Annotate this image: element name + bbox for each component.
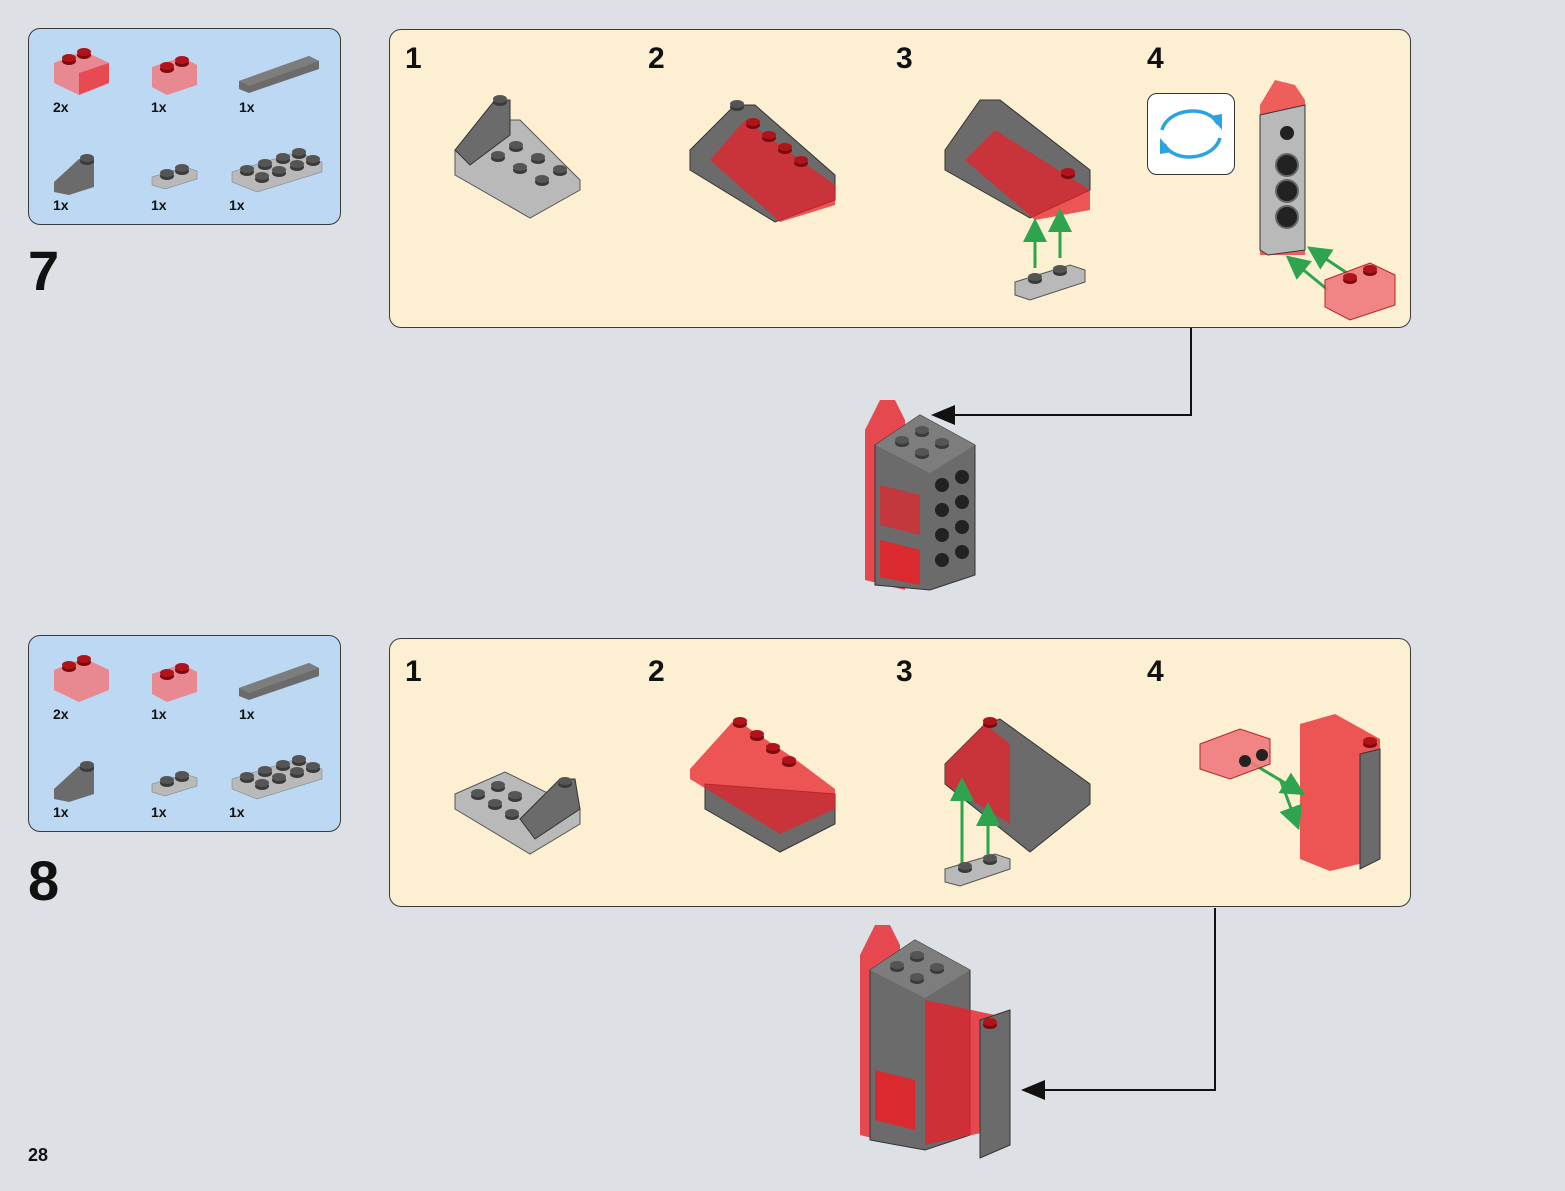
part-qty: 1x — [53, 804, 69, 820]
part-trans-red-slope — [54, 48, 109, 95]
substep-number: 3 — [896, 655, 913, 688]
assembly-illustration — [1199, 714, 1381, 871]
assembly-illustration — [454, 95, 581, 219]
substep-number: 1 — [405, 655, 422, 688]
substep-number: 4 — [1147, 655, 1164, 688]
step-7-result-model — [865, 400, 976, 591]
substep-number: 2 — [648, 42, 665, 75]
part-trans-red-brick — [152, 663, 197, 702]
step-number: 7 — [28, 239, 60, 302]
assembly-illustration — [690, 717, 836, 853]
assembly-illustration — [454, 771, 581, 855]
substep-panel-step-8: 1 2 3 4 — [389, 638, 1411, 907]
part-trans-red-brick — [152, 56, 197, 95]
part-qty: 2x — [53, 706, 69, 722]
substep-number: 2 — [648, 655, 665, 688]
part-dark-gray-slope — [54, 761, 94, 802]
part-dark-gray-slope — [54, 154, 94, 195]
part-dark-gray-tile — [239, 56, 319, 93]
assembly-illustration — [689, 100, 836, 223]
part-qty: 1x — [151, 706, 167, 722]
substep-number: 4 — [1147, 42, 1164, 75]
assembly-illustration — [944, 717, 1091, 887]
parts-list-step-7: 2x 1x 1x 1x 1x 1x — [28, 28, 341, 225]
part-qty: 1x — [229, 804, 245, 820]
part-light-gray-plate-2x4 — [231, 755, 323, 800]
step-8-result-model — [860, 925, 1011, 1159]
part-light-gray-plate-1x2 — [151, 771, 198, 797]
parts-list-step-8: 2x 1x 1x 1x 1x 1x — [28, 635, 341, 832]
part-qty: 1x — [151, 804, 167, 820]
substep-number: 3 — [896, 42, 913, 75]
part-qty: 1x — [151, 99, 167, 115]
substep-number: 1 — [405, 42, 422, 75]
part-qty: 1x — [53, 197, 69, 213]
part-trans-red-slope — [54, 655, 109, 702]
assembly-illustration — [1259, 80, 1396, 321]
part-qty: 1x — [239, 99, 255, 115]
part-light-gray-plate-2x4 — [231, 148, 323, 193]
assembly-illustration — [944, 99, 1091, 301]
part-light-gray-plate-1x2 — [151, 164, 198, 190]
page-number: 28 — [28, 1145, 49, 1165]
part-dark-gray-tile — [239, 663, 319, 700]
part-qty: 1x — [239, 706, 255, 722]
part-qty: 1x — [229, 197, 245, 213]
part-qty: 2x — [53, 99, 69, 115]
part-qty: 1x — [151, 197, 167, 213]
substep-panel-step-7: 1 2 3 4 — [389, 29, 1411, 328]
step-number: 8 — [28, 849, 60, 912]
rotate-model-icon — [1147, 93, 1235, 175]
